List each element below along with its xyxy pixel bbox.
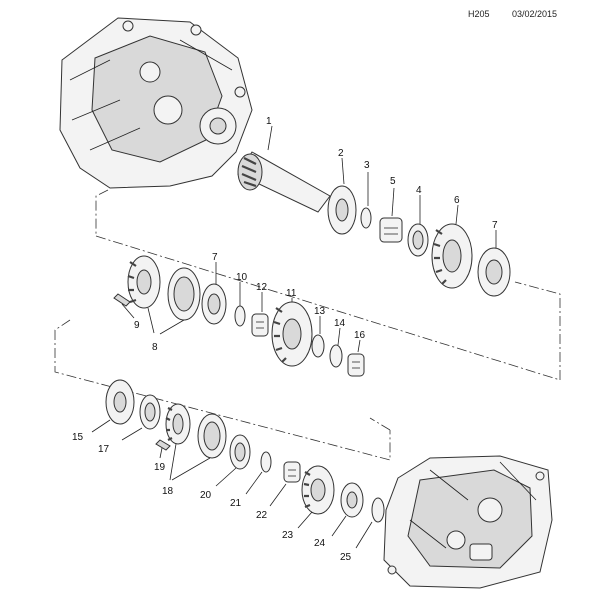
alignment-line-lower [54, 319, 391, 461]
alignment-line-upper [95, 189, 561, 381]
transmission-housing-right [383, 455, 553, 589]
callout-23: 23 [282, 530, 294, 541]
callout-16: 16 [354, 330, 366, 341]
callout-7-top: 7 [492, 220, 498, 231]
synchronizer-hub-part-8 [127, 255, 201, 335]
key-part-9 [113, 293, 135, 319]
drawing-date: 03/02/2015 [512, 9, 558, 19]
drawing-code: H205 [468, 9, 490, 19]
synchronizer-ring-part-7-top [477, 230, 511, 297]
callout-15: 15 [72, 432, 84, 443]
transmission-housing-left [59, 17, 253, 189]
needle-bearing-part-12 [251, 292, 269, 337]
gear-part-11 [271, 298, 313, 367]
callout-6: 6 [454, 195, 460, 206]
snap-ring-part-10 [234, 282, 246, 327]
callout-25: 25 [340, 552, 352, 563]
ring-part-13 [311, 316, 325, 358]
callout-22: 22 [256, 510, 268, 521]
washer-part-14 [329, 327, 343, 368]
ring-part-4 [407, 195, 429, 257]
callout-20: 20 [200, 490, 212, 501]
synchronizer-ring-part-7-mid [201, 262, 227, 325]
gear-part-23 [297, 465, 335, 529]
callout-18: 18 [162, 486, 174, 497]
gear-part-6 [431, 204, 473, 289]
callout-19: 19 [154, 462, 166, 473]
callout-14: 14 [334, 318, 346, 329]
needle-bearing-part-5 [379, 187, 403, 243]
gear-part-15 [91, 379, 135, 433]
synchronizer-assembly-part-18 [165, 403, 227, 481]
needle-bearing-part-16 [347, 339, 365, 377]
callout-12: 12 [256, 282, 268, 293]
callout-5: 5 [390, 176, 396, 187]
input-shaft-part-1 [237, 125, 331, 213]
callout-4: 4 [416, 185, 422, 196]
callout-17: 17 [98, 444, 110, 455]
callout-13: 13 [314, 306, 326, 317]
bearing-part-2 [327, 157, 357, 235]
snap-ring-part-21 [245, 451, 272, 495]
callout-21: 21 [230, 498, 242, 509]
callout-10: 10 [236, 272, 248, 283]
synchronizer-ring-part-20 [215, 434, 251, 487]
callout-2: 2 [338, 148, 344, 159]
callout-1: 1 [266, 116, 272, 127]
synchronizer-ring-part-17 [121, 394, 161, 441]
callout-11: 11 [286, 288, 297, 299]
needle-bearing-part-22 [269, 461, 301, 507]
callout-7-mid: 7 [212, 252, 218, 263]
callout-24: 24 [314, 538, 326, 549]
snap-ring-part-3 [360, 172, 372, 229]
callout-8: 8 [152, 342, 158, 353]
key-part-19 [155, 439, 171, 459]
snap-ring-part-25 [355, 497, 385, 549]
callout-3: 3 [364, 160, 370, 171]
bearing-part-24 [331, 482, 364, 537]
callout-9: 9 [134, 320, 140, 331]
